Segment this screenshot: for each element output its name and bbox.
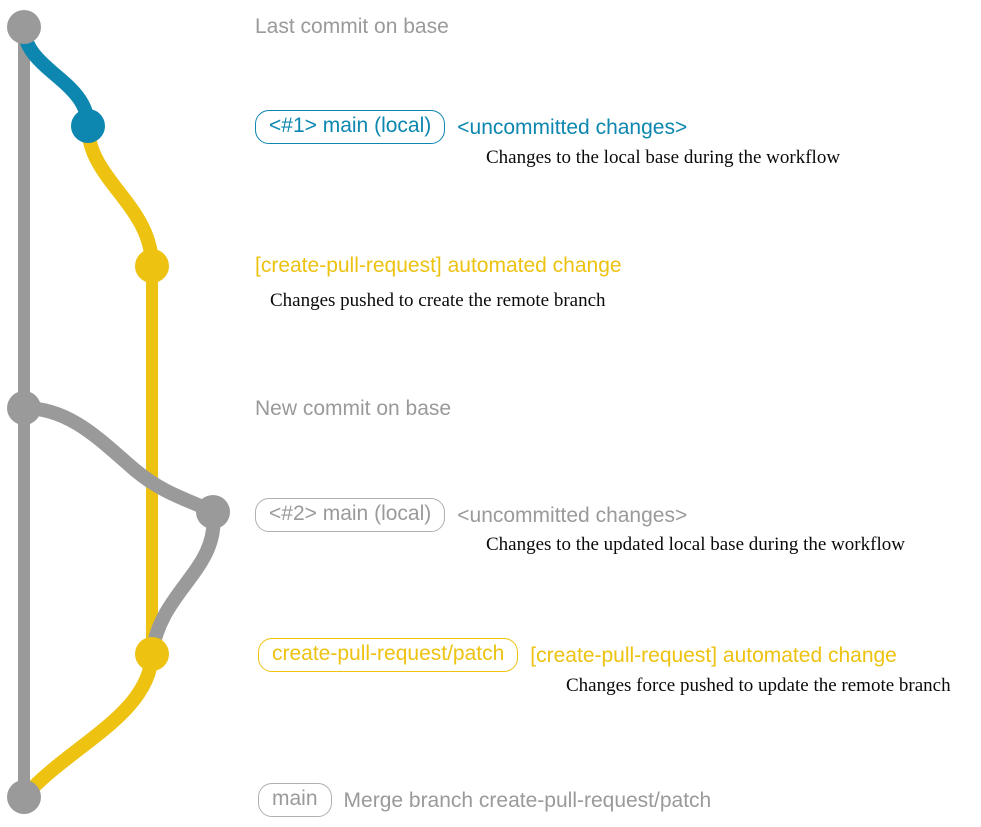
row-local-commit-1: <#1> main (local) <uncommitted changes> [255,110,687,144]
ref-badge-main-local-1[interactable]: <#1> main (local) [255,110,446,144]
commit-node-base-new[interactable] [7,391,41,425]
commit-subject-local-1: <uncommitted changes> [457,115,688,139]
row-remote-commit-1: [create-pull-request] automated change [255,253,622,278]
commit-node-remote-2[interactable] [135,637,169,671]
commit-node-local-1[interactable] [71,109,105,143]
commit-subject-merge: Merge branch create-pull-request/patch [343,788,712,812]
commit-node-base-merge[interactable] [7,780,41,814]
commit-subject-remote-1: [create-pull-request] automated change [255,254,622,277]
edge-local1-to-remote1 [81,119,159,273]
ref-badge-create-pull-request-patch[interactable]: create-pull-request/patch [258,638,519,672]
commit-node-remote-1[interactable] [135,249,169,283]
edge-remote2-to-merge [17,647,159,804]
ref-badge-main[interactable]: main [258,783,332,817]
edge-basenew-to-local2 [17,401,220,519]
commit-note-remote-1: Changes pushed to create the remote bran… [270,290,606,311]
commit-node-local-2[interactable] [196,495,230,529]
commit-subject-local-2: <uncommitted changes> [457,503,688,527]
row-local-commit-2: <#2> main (local) <uncommitted changes> [255,498,687,532]
commit-note-remote-2: Changes force pushed to update the remot… [566,675,951,696]
ref-badge-main-local-2[interactable]: <#2> main (local) [255,498,446,532]
row-remote-commit-2: create-pull-request/patch [create-pull-r… [258,638,897,672]
label-last-commit-on-base: Last commit on base [255,15,449,38]
commit-note-local-2: Changes to the updated local base during… [486,534,905,555]
edge-local2-to-remote2 [145,505,221,661]
edge-base-to-local1 [17,20,95,133]
commit-subject-remote-2: [create-pull-request] automated change [530,643,897,667]
label-new-commit-on-base: New commit on base [255,397,452,420]
row-merge-commit: main Merge branch create-pull-request/pa… [258,783,711,817]
commit-note-local-1: Changes to the local base during the wor… [486,147,841,168]
commit-node-base-last[interactable] [7,10,41,44]
